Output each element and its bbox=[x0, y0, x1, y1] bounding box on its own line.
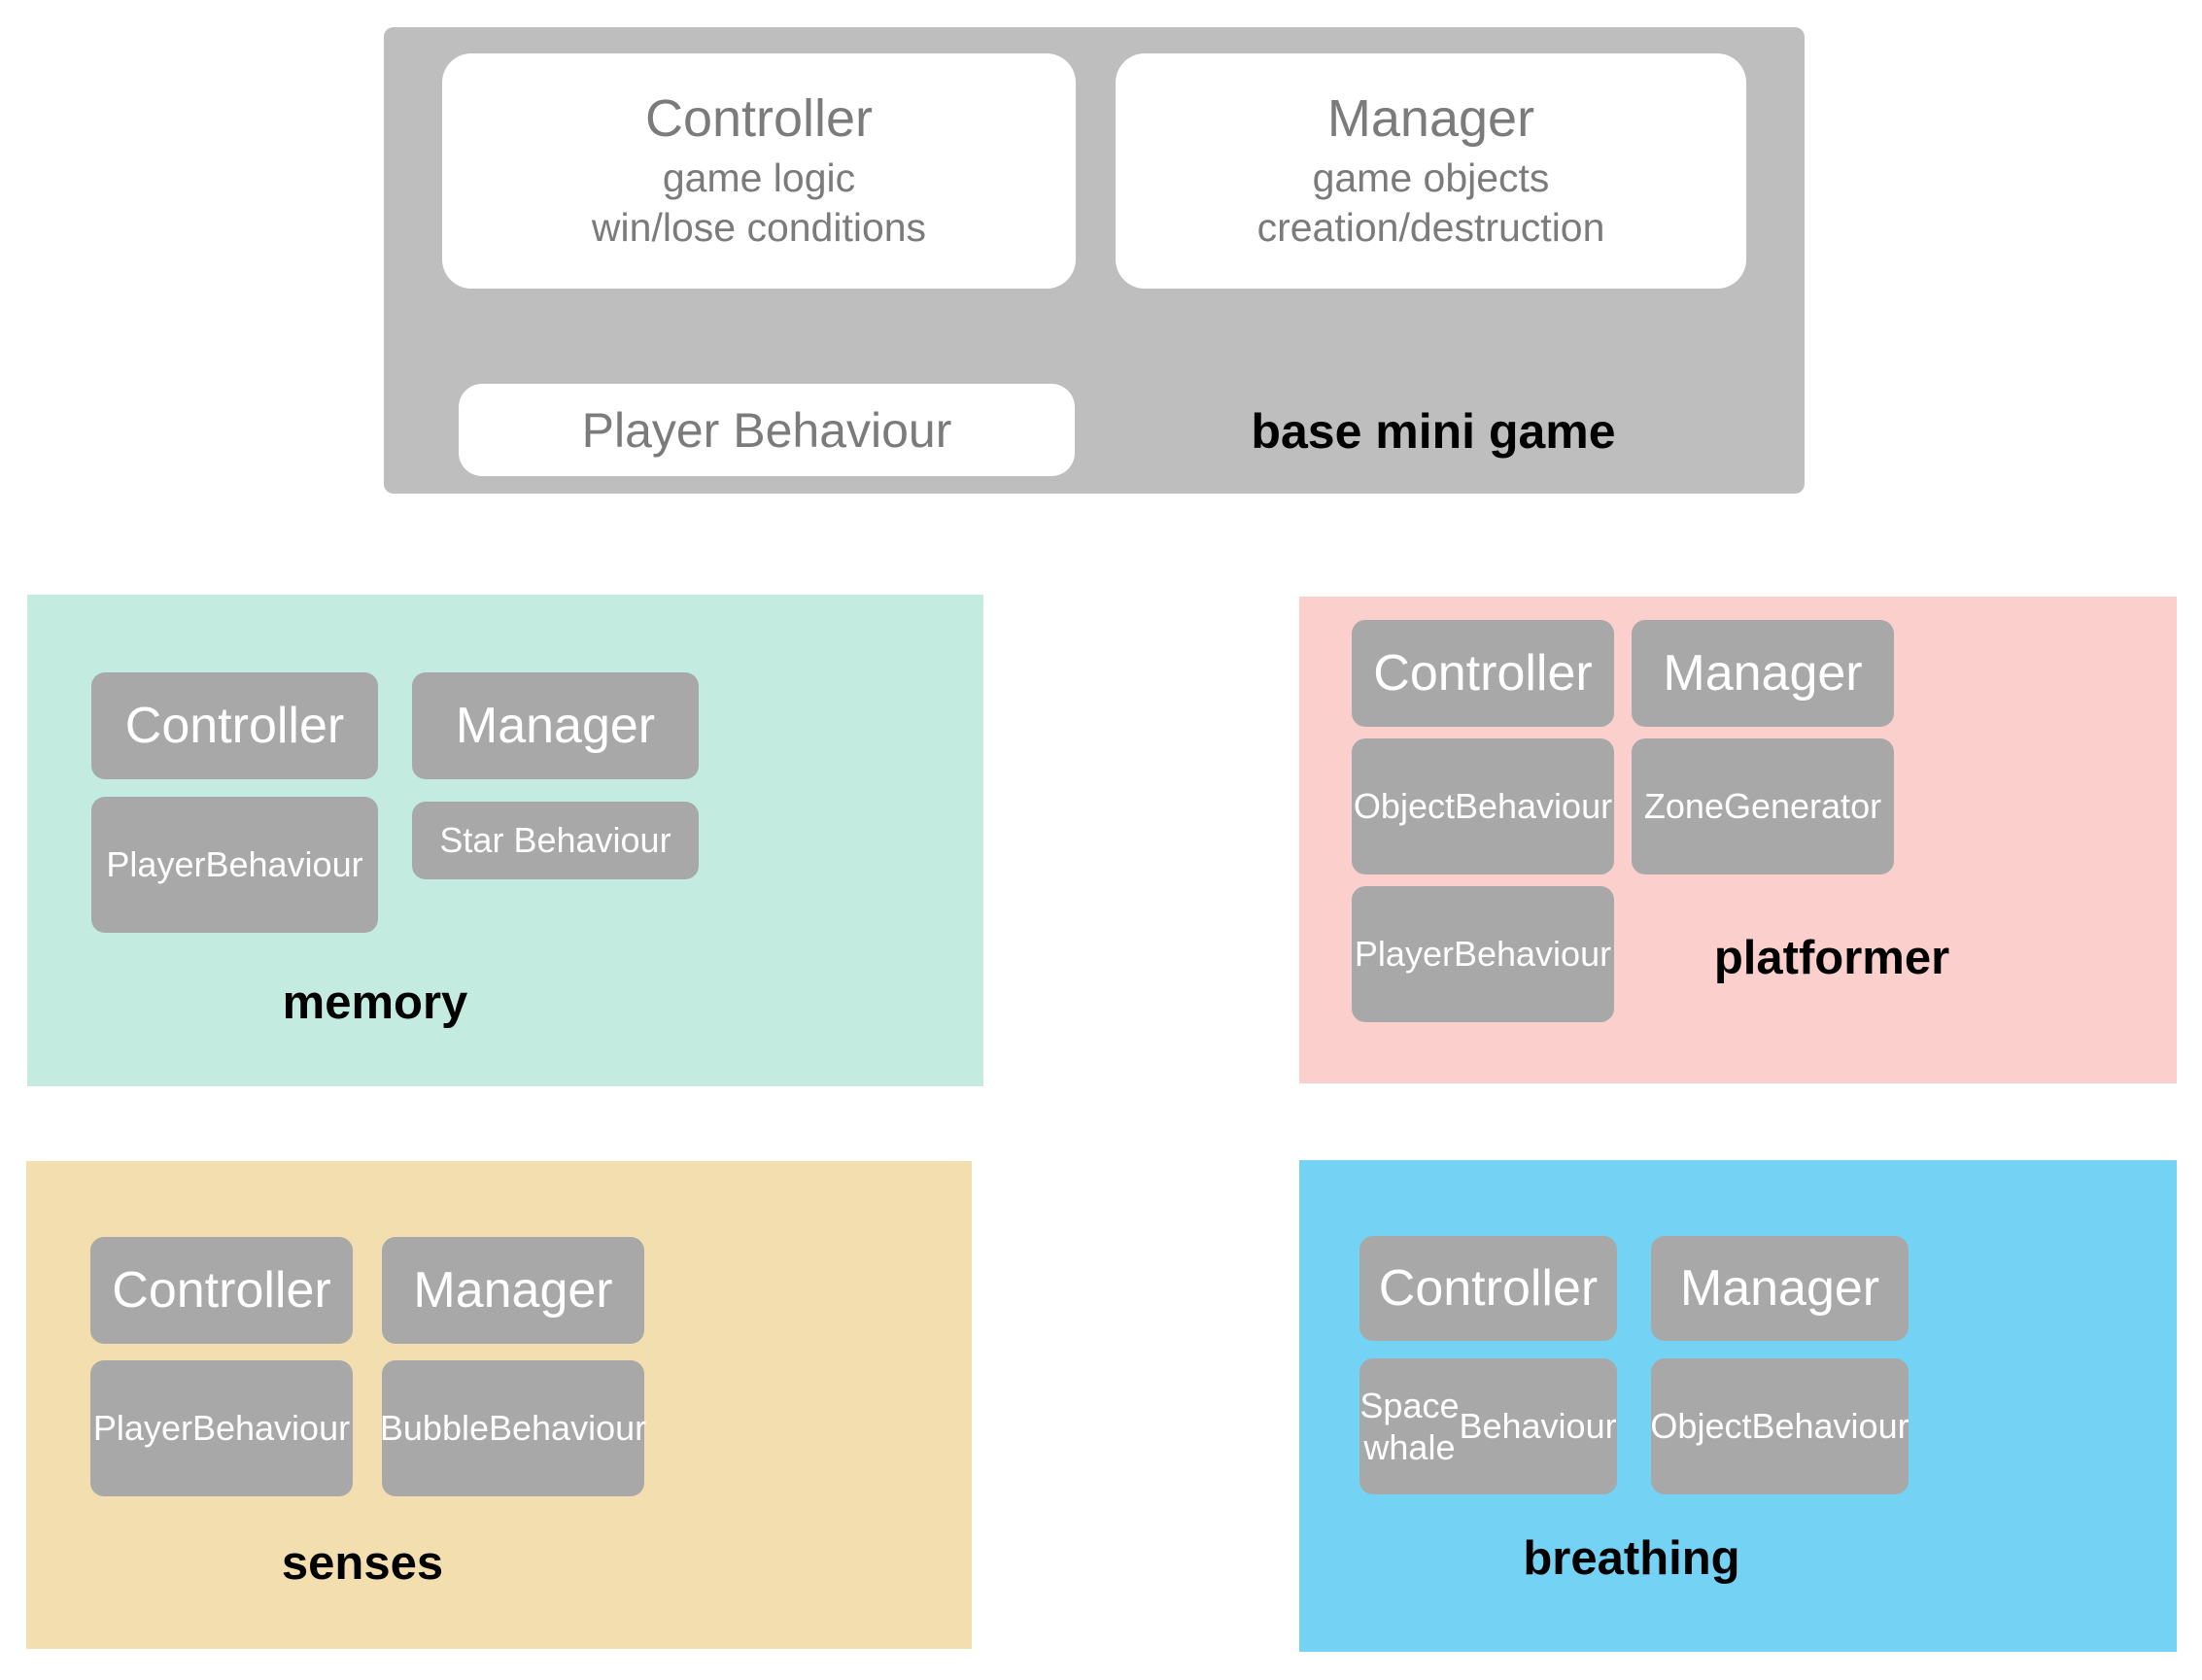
base-card-player-behaviour-title: Player Behaviour bbox=[581, 402, 952, 458]
base-card-manager: Manager game objects creation/destructio… bbox=[1116, 53, 1746, 289]
base-card-controller-title: Controller bbox=[644, 88, 874, 148]
senses-box-controller: Controller bbox=[90, 1237, 353, 1344]
base-mini-game-panel: Controller game logic win/lose condition… bbox=[384, 27, 1805, 494]
breathing-box-manager: Manager bbox=[1651, 1236, 1909, 1341]
base-card-player-behaviour: Player Behaviour bbox=[459, 384, 1075, 476]
mini-game-label-memory: memory bbox=[282, 977, 468, 1029]
base-card-manager-title: Manager bbox=[1326, 88, 1535, 148]
memory-box-star-behaviour: Star Behaviour bbox=[412, 802, 699, 879]
base-card-controller-subline1: game logic bbox=[662, 154, 856, 200]
breathing-box-controller: Controller bbox=[1359, 1236, 1617, 1341]
mini-game-label-breathing: breathing bbox=[1523, 1532, 1740, 1585]
mini-game-label-platformer: platformer bbox=[1713, 932, 1950, 984]
memory-box-controller: Controller bbox=[91, 672, 378, 779]
memory-box-manager: Manager bbox=[412, 672, 699, 779]
senses-box-manager: Manager bbox=[382, 1237, 644, 1344]
base-card-controller: Controller game logic win/lose condition… bbox=[442, 53, 1076, 289]
platformer-box-manager: Manager bbox=[1632, 620, 1894, 727]
base-card-controller-subline2: win/lose conditions bbox=[591, 205, 927, 251]
platformer-box-controller: Controller bbox=[1352, 620, 1614, 727]
base-card-manager-subline1: game objects bbox=[1312, 154, 1550, 200]
base-card-manager-subline2: creation/destruction bbox=[1256, 205, 1605, 251]
base-mini-game-label: base mini game bbox=[1251, 404, 1616, 459]
mini-game-label-senses: senses bbox=[281, 1537, 444, 1590]
